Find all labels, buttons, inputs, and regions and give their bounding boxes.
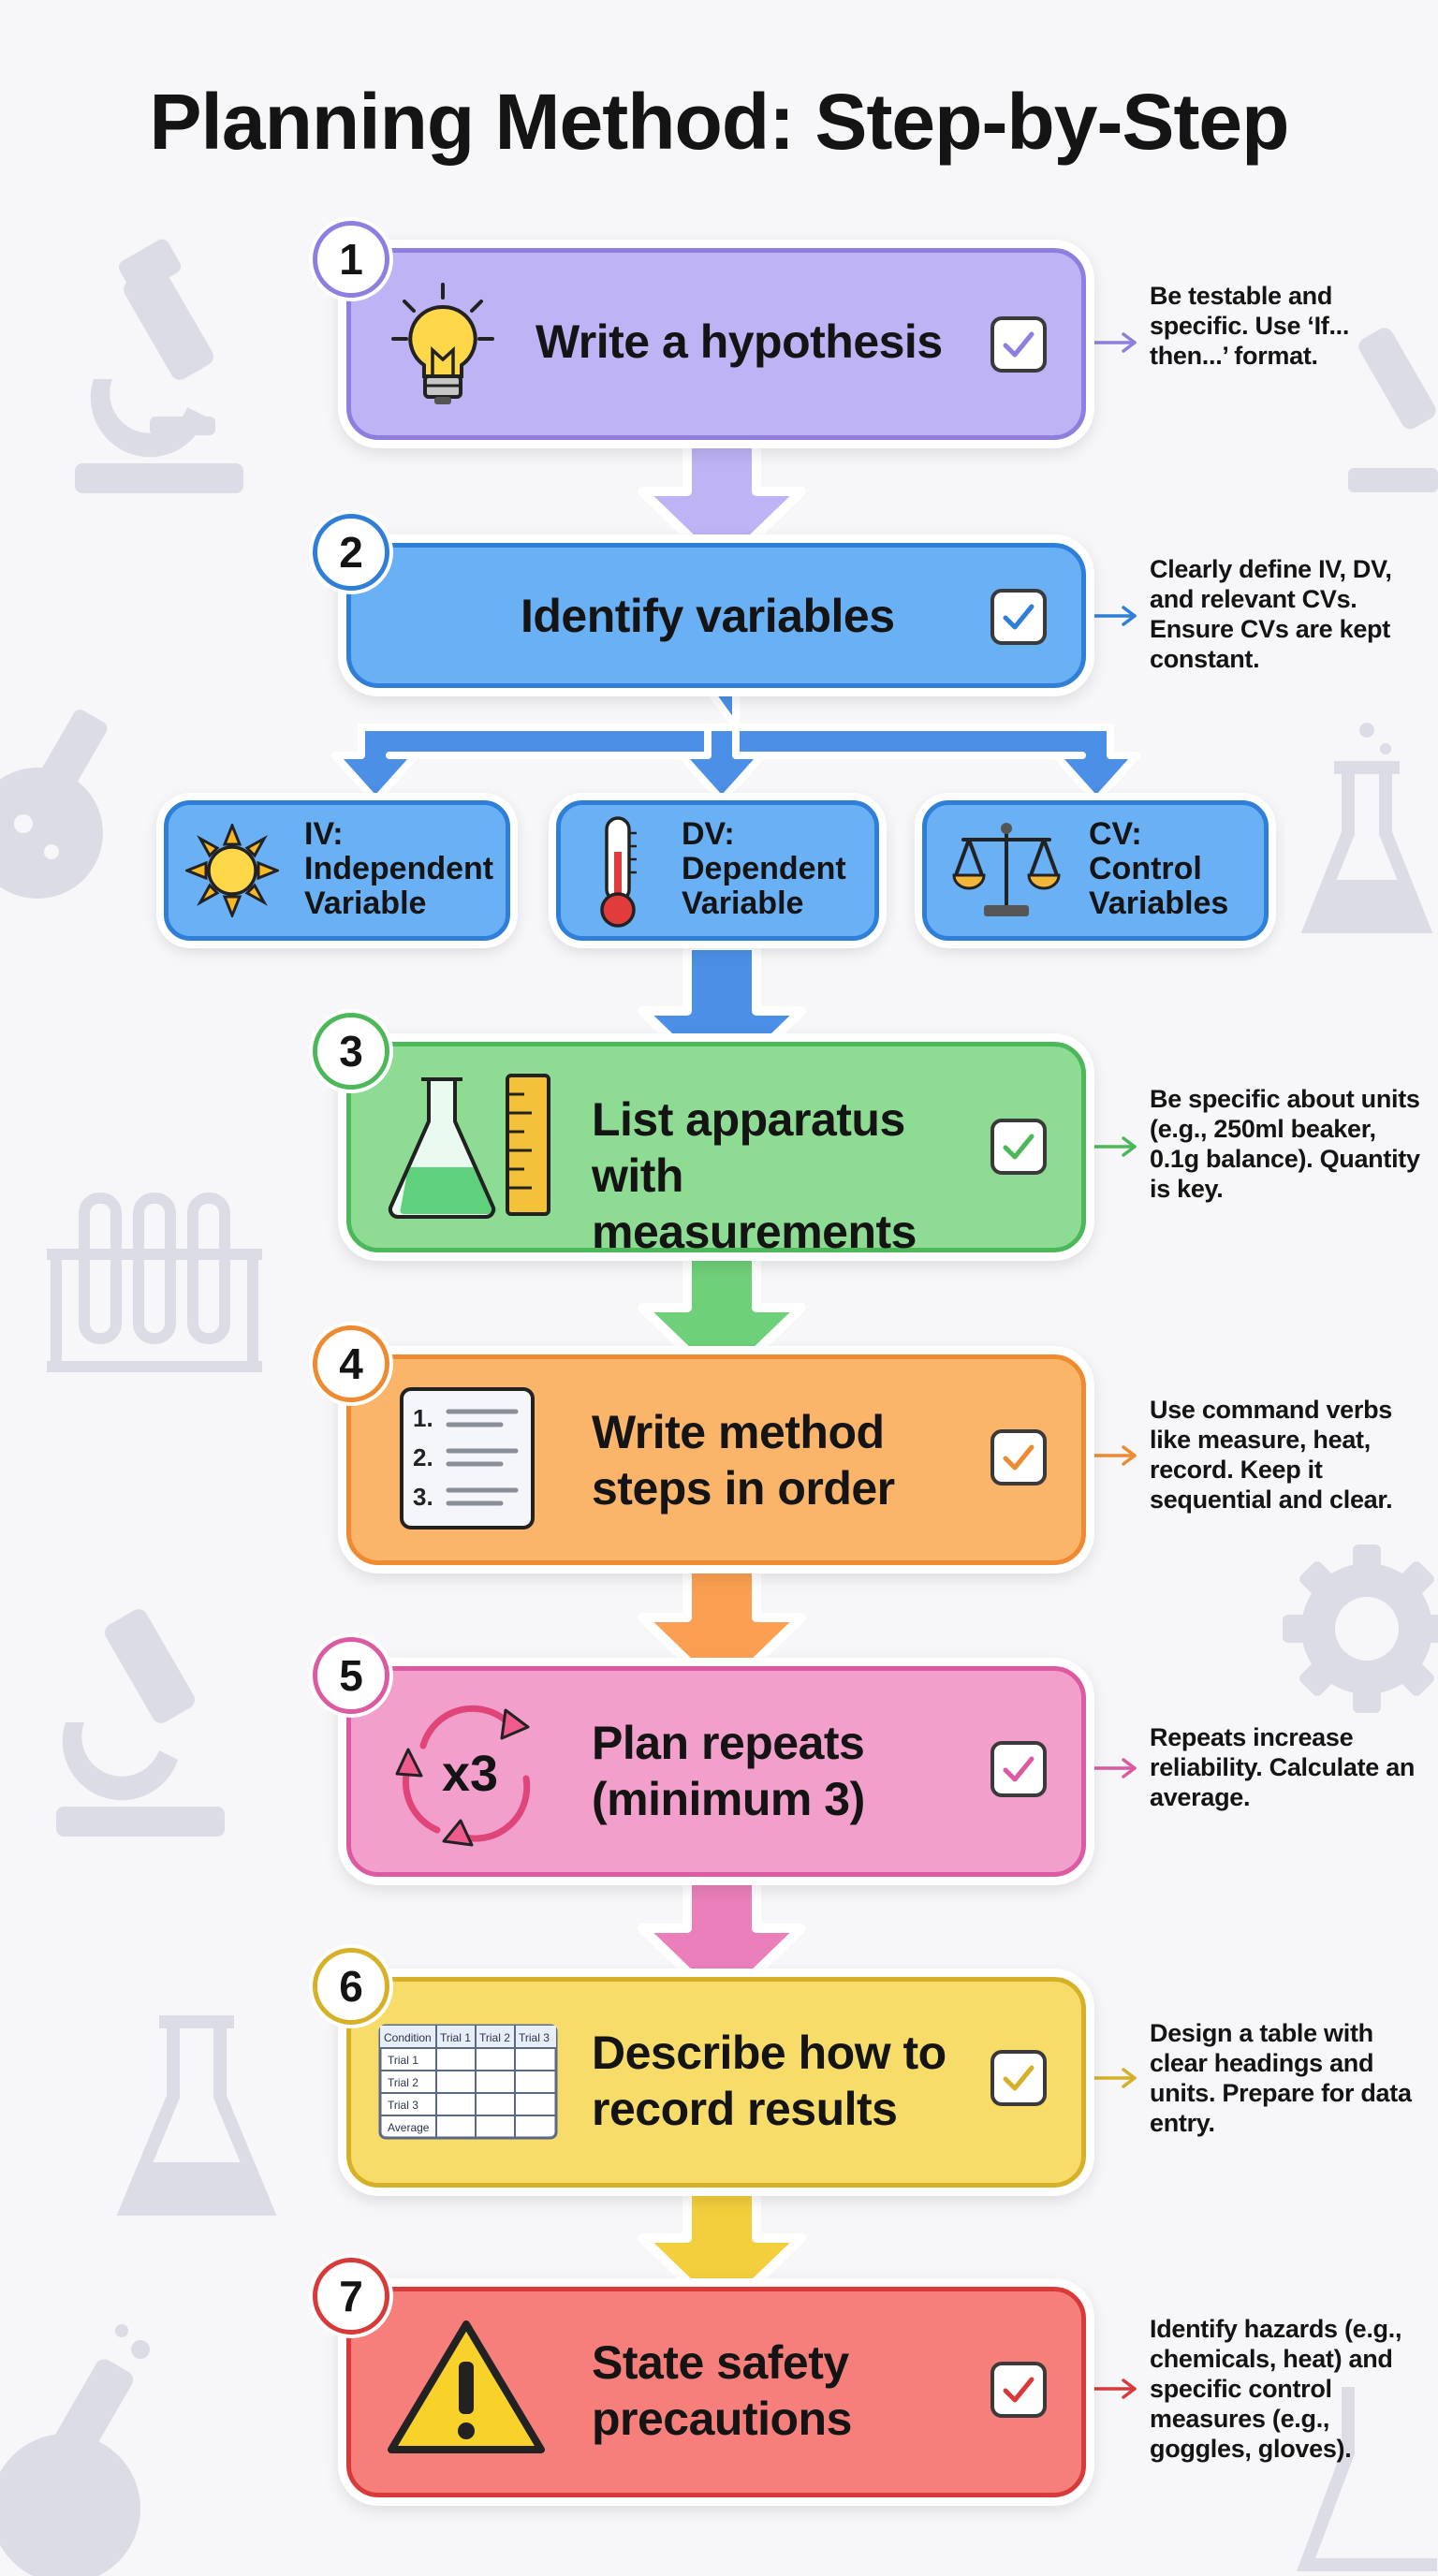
step-7-label: State safety precautions	[592, 2336, 852, 2445]
step-7-note: Identify hazards (e.g., chemicals, heat)…	[1150, 2315, 1402, 2463]
results-table-icon: Condition Trial 1 Trial 2 Trial 3 Trial …	[378, 2024, 558, 2140]
table-header-cell: Trial 2	[479, 2031, 510, 2044]
variable-label-iv: IV: Independent Variable	[304, 817, 493, 921]
table-header-cell: Trial 3	[519, 2031, 550, 2044]
checkmark-icon	[1003, 1444, 1034, 1471]
sun-icon	[185, 824, 279, 917]
variable-abbr: IV:	[304, 816, 344, 852]
table-row-label: Trial 3	[388, 2099, 418, 2112]
step-6-note: Design a table with clear headings and u…	[1150, 2019, 1412, 2137]
lightbulb-icon	[391, 283, 494, 404]
step-1-label: Write a hypothesis	[536, 315, 943, 368]
step-7-card	[346, 2287, 1086, 2497]
list-number: 3.	[413, 1483, 433, 1511]
step-5-checkbox[interactable]	[990, 1741, 1047, 1797]
table-row-label: Trial 1	[388, 2054, 418, 2067]
flask-ruler-icon	[388, 1074, 550, 1220]
checkmark-icon	[1003, 2377, 1034, 2403]
arrow-4-5	[638, 1557, 806, 1699]
table-header-cell: Trial 1	[440, 2031, 471, 2044]
step-2-note: Clearly define IV, DV, and relevant CVs.…	[1150, 555, 1392, 673]
balance-scale-icon	[952, 823, 1061, 916]
step-5-label: Plan repeats (minimum 3)	[592, 1717, 865, 1825]
variable-line2: Variable	[682, 886, 804, 921]
step-7-checkbox[interactable]	[990, 2362, 1047, 2418]
variable-line1: Control	[1089, 851, 1202, 886]
pointer-arrow-5	[1077, 1758, 1137, 1778]
microscope-icon	[75, 239, 243, 493]
variable-label-dv: DV: Dependent Variable	[682, 817, 846, 921]
step-2-number-badge: 2	[313, 514, 389, 591]
repeat-x3-icon: x3	[395, 1705, 531, 1847]
variable-line2: Variables	[1089, 886, 1229, 921]
table-row-label: Average	[388, 2121, 430, 2134]
microscope-icon	[1348, 328, 1438, 492]
step-3-checkbox[interactable]	[990, 1119, 1047, 1175]
pointer-arrow-4	[1077, 1445, 1137, 1466]
step-4-label: Write method steps in order	[592, 1406, 895, 1515]
test-tubes-icon	[47, 1193, 262, 1372]
table-row-label: Trial 2	[388, 2076, 418, 2089]
arrow-5-6	[638, 1867, 806, 2010]
step-1-card	[346, 248, 1086, 440]
variable-line2: Variable	[304, 886, 427, 921]
pointer-arrow-3	[1077, 1136, 1137, 1157]
numbered-list-icon: 1. 2. 3.	[400, 1387, 535, 1530]
variable-line1: Dependent	[682, 851, 846, 886]
step-3-number-badge: 3	[313, 1013, 389, 1090]
thermometer-icon	[600, 816, 637, 928]
step-1-note: Be testable and specific. Use ‘If... the…	[1150, 282, 1350, 370]
arrow-1-2	[638, 431, 806, 573]
step-6-number-badge: 6	[313, 1948, 389, 2025]
pointer-arrow-1	[1077, 332, 1137, 353]
step-3-note: Be specific about units (e.g., 250ml bea…	[1150, 1085, 1420, 1203]
step-4-number-badge: 4	[313, 1325, 389, 1402]
warning-icon	[388, 2320, 545, 2453]
checkmark-icon	[1003, 331, 1034, 358]
variable-line1: Independent	[304, 851, 494, 886]
pointer-arrow-2	[1077, 606, 1137, 626]
step-7-number-badge: 7	[313, 2258, 389, 2334]
arrow-3-4	[638, 1245, 806, 1389]
repeat-count: x3	[442, 1746, 498, 1802]
flask-icon	[1296, 2387, 1437, 2571]
flask-icon	[116, 2015, 277, 2216]
list-number: 2.	[413, 1443, 433, 1471]
pointer-arrow-7	[1077, 2378, 1137, 2399]
checkmark-icon	[1003, 1134, 1034, 1160]
flask-icon	[1301, 723, 1433, 933]
variable-branch-connector	[331, 684, 1140, 804]
step-1-number-badge: 1	[313, 221, 389, 298]
variable-label-cv: CV: Control Variables	[1089, 817, 1228, 921]
variable-abbr: DV:	[682, 816, 735, 852]
step-5-number-badge: 5	[313, 1637, 389, 1714]
step-3-label: List apparatus with measurements	[592, 1093, 917, 1258]
variable-abbr: CV:	[1089, 816, 1142, 852]
page-title: Planning Method: Step-by-Step	[149, 78, 1290, 166]
step-6-label: Describe how to record results	[592, 2027, 946, 2135]
step-2-label: Identify variables	[521, 590, 895, 642]
pointer-arrow-6	[1077, 2068, 1137, 2088]
step-2-checkbox[interactable]	[990, 589, 1047, 645]
checkmark-icon	[1003, 604, 1034, 630]
step-1-checkbox[interactable]	[990, 316, 1047, 373]
microscope-icon	[56, 1609, 225, 1837]
checkmark-icon	[1003, 2065, 1034, 2091]
flask-icon	[0, 2324, 150, 2576]
step-4-checkbox[interactable]	[990, 1429, 1047, 1486]
step-5-note: Repeats increase reliability. Calculate …	[1150, 1723, 1416, 1811]
gear-icon	[1283, 1544, 1438, 1713]
step-4-note: Use command verbs like measure, heat, re…	[1150, 1396, 1393, 1514]
table-header-cell: Condition	[384, 2031, 432, 2044]
checkmark-icon	[1003, 1756, 1034, 1782]
step-2-card	[346, 543, 1086, 688]
step-6-checkbox[interactable]	[990, 2050, 1047, 2106]
arrow-6-7	[638, 2177, 806, 2320]
flask-icon	[0, 710, 108, 899]
list-number: 1.	[413, 1404, 433, 1432]
